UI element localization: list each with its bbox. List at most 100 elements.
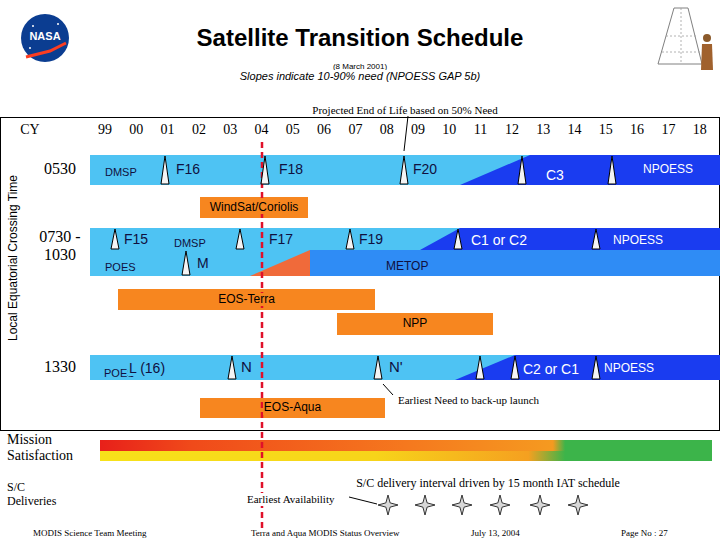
leader-line: [349, 497, 377, 504]
label-slot: 99: [97, 120, 113, 138]
subtitle: Slopes indicate 10-90% need (NPOESS GAP …: [239, 70, 482, 83]
band-text-slot: M: [196, 254, 210, 272]
label-slot: 04: [254, 120, 270, 138]
band-fill: [310, 250, 720, 276]
label-slot: 11: [473, 120, 488, 138]
year-tick: 11: [473, 122, 488, 138]
capsule-drawing: [662, 8, 700, 64]
year-tick: 03: [222, 122, 238, 138]
year-tick: 14: [567, 122, 583, 138]
band-text: F16: [175, 161, 201, 177]
band-text-slot: C2 or C1: [522, 360, 580, 378]
launch-marker: [374, 356, 382, 379]
band-text-slot: F17: [268, 230, 294, 248]
label-slot: 01: [160, 120, 176, 138]
orbit-time: 1330: [43, 358, 77, 376]
band-text-slot: F19: [358, 230, 384, 248]
footer-text: Terra and Aqua MODIS Status Overview: [250, 528, 401, 538]
label-slot: 00: [128, 120, 144, 138]
delivery-star: [530, 495, 550, 515]
band-text: C3: [545, 167, 565, 183]
label-slot: 17: [660, 120, 676, 138]
chart-frame: [1, 118, 720, 431]
callout-note: S/C delivery interval driven by 15 month…: [355, 477, 621, 491]
band-text: POES: [104, 261, 137, 274]
schedule-band: EOS-Terra: [118, 289, 375, 310]
launch-marker: [182, 251, 190, 275]
launch-marker: [236, 229, 244, 249]
year-tick: 10: [441, 122, 457, 138]
year-tick: 04: [254, 122, 270, 138]
label-slot: MODIS Science Team Meeting: [32, 522, 147, 540]
year-tick: 17: [660, 122, 676, 138]
label-slot: Page No : 27: [620, 522, 669, 540]
band-text-slot: L (16): [128, 359, 166, 377]
year-tick: 15: [598, 122, 614, 138]
launch-marker: [608, 156, 616, 184]
year-tick: 00: [128, 122, 144, 138]
band-text: C1 or C2: [470, 232, 528, 248]
band-text: L (16): [128, 360, 166, 376]
band-shape: [455, 355, 720, 380]
schedule-band: C3 NPOESS: [460, 155, 720, 185]
band-fill: [420, 228, 720, 250]
logo-star: [32, 25, 34, 27]
band-text: F17: [268, 231, 294, 247]
delivery-stars: [378, 495, 588, 515]
nasa-logo: [21, 14, 69, 62]
band-fill: [460, 155, 720, 185]
band-text-slot: NPOESS: [612, 230, 664, 248]
callout-note: Earliest Need to back-up launch: [397, 394, 540, 407]
band-text: NPOESS: [642, 163, 694, 177]
band-text-slot: EOS-Aqua: [200, 398, 385, 418]
launch-marker: [454, 229, 462, 249]
band-text-slot: F15: [123, 230, 149, 248]
band-text: DMSP: [173, 237, 207, 250]
leader-line: [404, 116, 408, 151]
leader-line: [383, 384, 393, 395]
label-slot: S/C Deliveries: [6, 481, 78, 509]
title-slot: Satellite Transition Schedule: [0, 24, 720, 52]
band-text-slot: WindSat/Coriolis: [200, 197, 308, 218]
label-slot: 02: [191, 120, 207, 138]
label-slot: Mission Satisfaction: [6, 432, 94, 464]
delivery-star: [415, 495, 435, 515]
year-tick: 07: [347, 122, 363, 138]
now-line: [261, 142, 264, 536]
band-text: DMSP: [104, 166, 138, 179]
year-tick: 12: [504, 122, 520, 138]
year-tick: 18: [692, 122, 708, 138]
axis-title: Local Equatorial Crossing Time: [7, 174, 21, 342]
logo-star: [57, 23, 59, 25]
band-text-slot: F20: [412, 160, 438, 178]
band-text: NPOESS: [612, 234, 664, 248]
band-text: NPOESS: [603, 362, 655, 376]
label-slot: 12: [504, 120, 520, 138]
launch-marker: [518, 156, 526, 184]
band-text: EOS-Terra: [217, 293, 276, 307]
capsule-drawing: [658, 8, 702, 64]
band-text: WindSat/Coriolis: [209, 201, 300, 215]
year-tick: 09: [410, 122, 426, 138]
band-text: METOP: [385, 260, 429, 274]
band-text-slot: POES: [104, 257, 137, 275]
band-text-slot: NPP: [337, 313, 493, 335]
band-text-slot: F16: [175, 160, 201, 178]
launch-marker: [161, 156, 169, 184]
year-tick: 05: [285, 122, 301, 138]
row-heading: Mission Satisfaction: [6, 432, 94, 464]
launch-marker: [476, 356, 484, 379]
label-slot: CY: [19, 120, 40, 138]
title: Satellite Transition Schedule: [197, 24, 524, 52]
footer-text: MODIS Science Team Meeting: [32, 528, 147, 538]
satisfaction-bar: [100, 451, 712, 461]
band-text: M: [196, 255, 210, 271]
band-fill: [455, 355, 720, 380]
year-tick: 08: [379, 122, 395, 138]
schedule-band: C1 or C2 NPOESS: [420, 228, 720, 250]
label-slot: 06: [316, 120, 332, 138]
label-slot: Local Equatorial Crossing Time: [3, 174, 21, 342]
band-text: N: [240, 358, 253, 375]
launch-marker: [346, 229, 354, 249]
